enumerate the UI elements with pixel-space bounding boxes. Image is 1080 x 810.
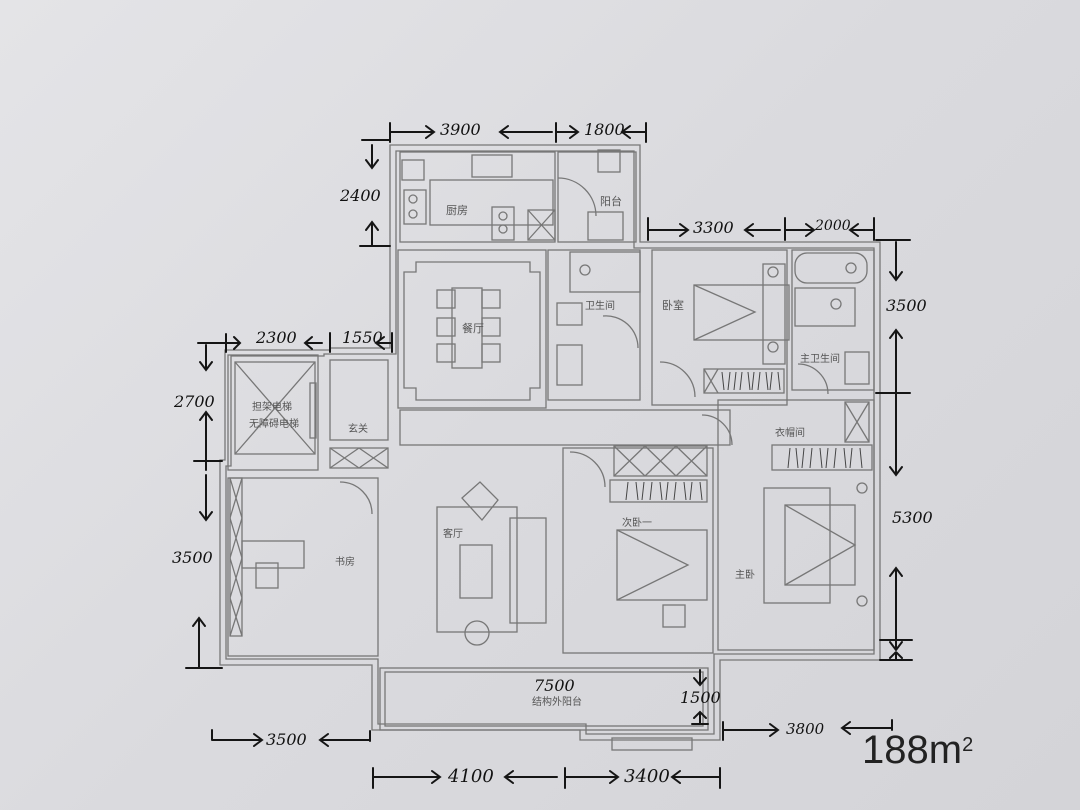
room-label-living: 客厅 <box>443 529 463 540</box>
dim-top-kitchen-width: 3900 <box>440 120 481 139</box>
room-label-kitchen: 厨房 <box>446 204 468 217</box>
room-label-master-bedroom: 主卧 <box>735 570 755 581</box>
total-area-value: 188 <box>862 728 929 772</box>
room-label-bedroom: 卧室 <box>662 299 684 312</box>
dim-master-bath-width: 2000 <box>815 218 851 234</box>
room-label-outer-balcony: 结构外阳台 <box>532 697 582 708</box>
room-label-second-bedroom: 次卧一 <box>622 518 652 529</box>
dim-bedroom-width: 3300 <box>693 218 734 237</box>
dim-bottom-right: 3800 <box>786 720 825 738</box>
dim-bottom-mid-right: 3400 <box>624 766 670 787</box>
room-label-dining: 餐厅 <box>462 322 484 335</box>
dim-left-upper: 2700 <box>174 392 215 411</box>
room-label-bathroom: 卫生间 <box>585 301 615 312</box>
room-label-master-bathroom: 主卫生间 <box>800 354 840 365</box>
total-area-label: 188m2 <box>862 728 973 773</box>
dim-balcony-length: 7500 <box>534 676 575 695</box>
dim-foyer-width: 1550 <box>342 328 383 347</box>
room-label-balcony: 阳台 <box>600 195 622 208</box>
room-label-elevator-line2: 无障碍电梯 <box>249 419 299 430</box>
dim-right-upper: 3500 <box>886 296 927 315</box>
total-area-unit: m <box>928 728 963 772</box>
dim-elevator-width: 2300 <box>256 328 297 347</box>
dim-bottom-left: 3500 <box>266 730 307 749</box>
room-label-study: 书房 <box>335 557 355 568</box>
room-label-walk-in-closet: 衣帽间 <box>775 428 805 439</box>
dim-top-balcony-width: 1800 <box>584 120 625 139</box>
dim-balcony-depth: 1500 <box>680 688 721 707</box>
dim-bottom-mid-left: 4100 <box>448 766 494 787</box>
dim-right-lower: 5300 <box>892 508 933 527</box>
total-area-exponent: 2 <box>962 734 974 756</box>
room-label-foyer: 玄关 <box>348 424 368 435</box>
room-label-elevator-line1: 担架电梯 <box>252 402 292 413</box>
dim-kitchen-depth: 2400 <box>340 186 381 205</box>
dim-left-lower: 3500 <box>172 548 213 567</box>
